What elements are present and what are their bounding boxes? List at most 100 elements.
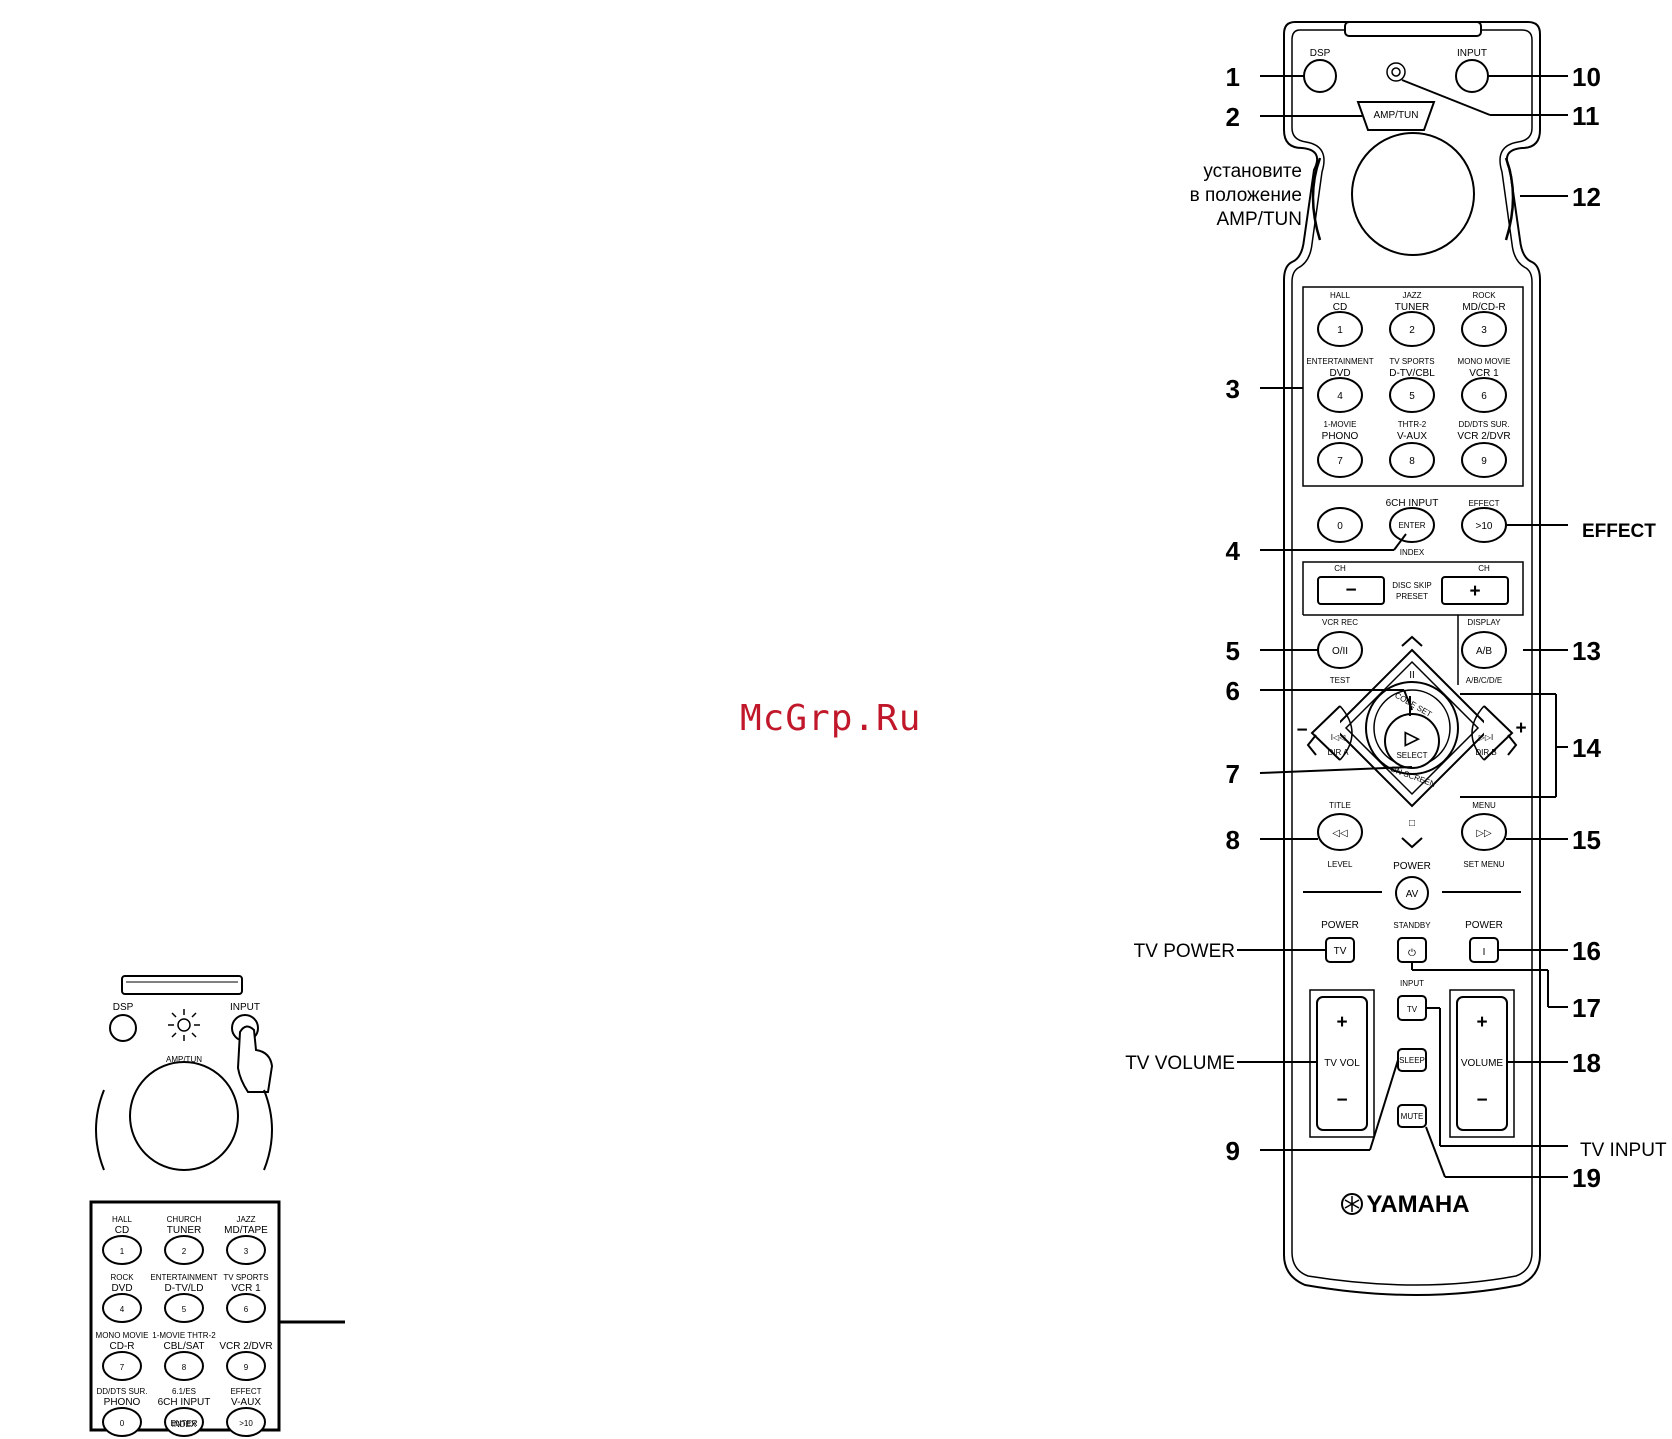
amp-tun-selector[interactable] [1356,101,1436,131]
input-button[interactable] [1455,59,1489,93]
enter-button[interactable] [1389,507,1435,543]
volume-minus: − [1476,1090,1487,1111]
mini-key-button [226,1235,266,1265]
pause-icon[interactable]: II [1409,670,1415,681]
keypad-4[interactable]: ENTERTAINMENT DVD 4 [1306,357,1374,413]
svg-text:7: 7 [1337,456,1343,467]
keypad-0-label: 0 [1337,521,1343,532]
svg-text:ENTERTAINMENT: ENTERTAINMENT [1306,357,1373,366]
prev-icon: I◁◁ [1331,733,1346,742]
right-chevron-icon [1507,734,1518,756]
title-label: TITLE [1329,801,1351,810]
watermark: McGrp.Ru [740,698,921,739]
svg-text:SLEEP: SLEEP [1399,1056,1425,1065]
mini-key-top-label: MONO MOVIE [96,1331,149,1340]
6ch-input-label: 6CH INPUT [1386,498,1439,509]
svg-text:MUTE: MUTE [1401,1112,1424,1121]
callout-2: 2 [1226,102,1240,132]
keypad-8[interactable]: THTR-2 V-AUX 8 [1389,420,1435,478]
svg-text:AV: AV [1406,889,1419,900]
keypad-9[interactable]: DD/DTS SUR. VCR 2/DVR 9 [1457,420,1511,478]
svg-text:TUNER: TUNER [1395,302,1429,313]
keypad-7[interactable]: 1-MOVIE PHONO 7 [1317,420,1363,478]
side-note-line3: AMP/TUN [1217,209,1303,230]
display-label: DISPLAY [1467,618,1501,627]
power-av-button[interactable] [1395,876,1429,910]
mini-key-label: V-AUX [231,1397,261,1408]
right-arc-icon [1504,157,1515,241]
svg-text:DVD: DVD [1329,368,1350,379]
select-label: SELECT [1396,751,1427,760]
svg-text:TV: TV [1334,946,1347,957]
mini-key-top-label: EFFECT [230,1387,261,1396]
menu-label: MENU [1472,801,1496,810]
svg-text:4: 4 [1337,391,1343,402]
input-label: INPUT [1457,48,1487,59]
effect-small-label: EFFECT [1468,499,1499,508]
mini-key-button [102,1407,142,1437]
keypad-5[interactable]: TV SPORTS D-TV/CBL 5 [1389,357,1435,413]
next-icon: ▷▷I [1479,733,1494,742]
mini-key-number: 5 [182,1305,187,1314]
up-chevron-icon[interactable] [1401,635,1423,647]
tv-vol-rocker[interactable] [1316,996,1368,1131]
stop-icon[interactable]: □ [1409,818,1415,829]
left-chevron-icon [1306,734,1317,756]
power-av-caption: POWER [1393,861,1431,872]
tv-vol-minus: − [1336,1090,1347,1111]
keypad-0-button[interactable] [1317,507,1363,543]
mini-key-label: TUNER [167,1225,201,1236]
mini-key-label: CD [115,1225,129,1236]
fast-forward-button[interactable] [1461,813,1507,851]
index-label: INDEX [1400,548,1425,557]
svg-text:MONO MOVIE: MONO MOVIE [1458,357,1511,366]
svg-text:VCR 1: VCR 1 [1469,368,1499,379]
svg-text:5: 5 [1409,391,1415,402]
svg-text:9: 9 [1481,456,1487,467]
display-ab-button[interactable] [1461,631,1507,669]
mini-key-label: PHONO [104,1397,141,1408]
callout-tv-volume: TV VOLUME [1125,1053,1235,1074]
svg-text:−: − [1345,580,1356,601]
down-chevron-icon[interactable] [1401,837,1423,849]
yamaha-logo-icon [1341,1193,1363,1215]
mute-button[interactable] [1397,1104,1427,1128]
mini-key-top-label: CHURCH [167,1215,202,1224]
dsp-button[interactable] [1303,59,1337,93]
mini-key-top-label: ROCK [110,1273,134,1282]
svg-text:1: 1 [1337,325,1343,336]
mini-key-label: MD/TAPE [224,1225,268,1236]
ch-frame [1302,561,1524,685]
rewind-button[interactable] [1317,813,1363,851]
right-nav-button[interactable] [1483,705,1514,761]
mini-key-label: DVD [111,1283,132,1294]
remote-body [1283,21,1541,1296]
volume-rocker[interactable] [1456,996,1508,1131]
mini-key-label: VCR 2/DVR [219,1341,272,1352]
keypad-3[interactable]: ROCK MD/CD-R 3 [1461,291,1507,347]
mini-right-arc-icon [263,1089,273,1171]
ch-plus-button[interactable] [1441,576,1509,605]
ch-minus-button[interactable] [1317,576,1385,605]
mini-dsp-label: DSP [113,1002,134,1013]
keypad-1[interactable]: HALL CD 1 [1317,291,1363,347]
level-label: LEVEL [1328,860,1353,869]
svg-text:V-AUX: V-AUX [1397,431,1427,442]
mini-key-number: ENTER [170,1419,197,1428]
volume-plus: + [1476,1012,1487,1033]
left-nav-button[interactable] [1310,705,1341,761]
keypad-6[interactable]: MONO MOVIE VCR 1 6 [1458,357,1511,413]
keypad-2[interactable]: JAZZ TUNER 2 [1389,291,1435,347]
mini-key-number: 1 [120,1247,125,1256]
jog-dial[interactable] [1351,132,1475,256]
callout-5: 5 [1226,636,1240,666]
mini-dsp-button[interactable] [109,1014,137,1042]
